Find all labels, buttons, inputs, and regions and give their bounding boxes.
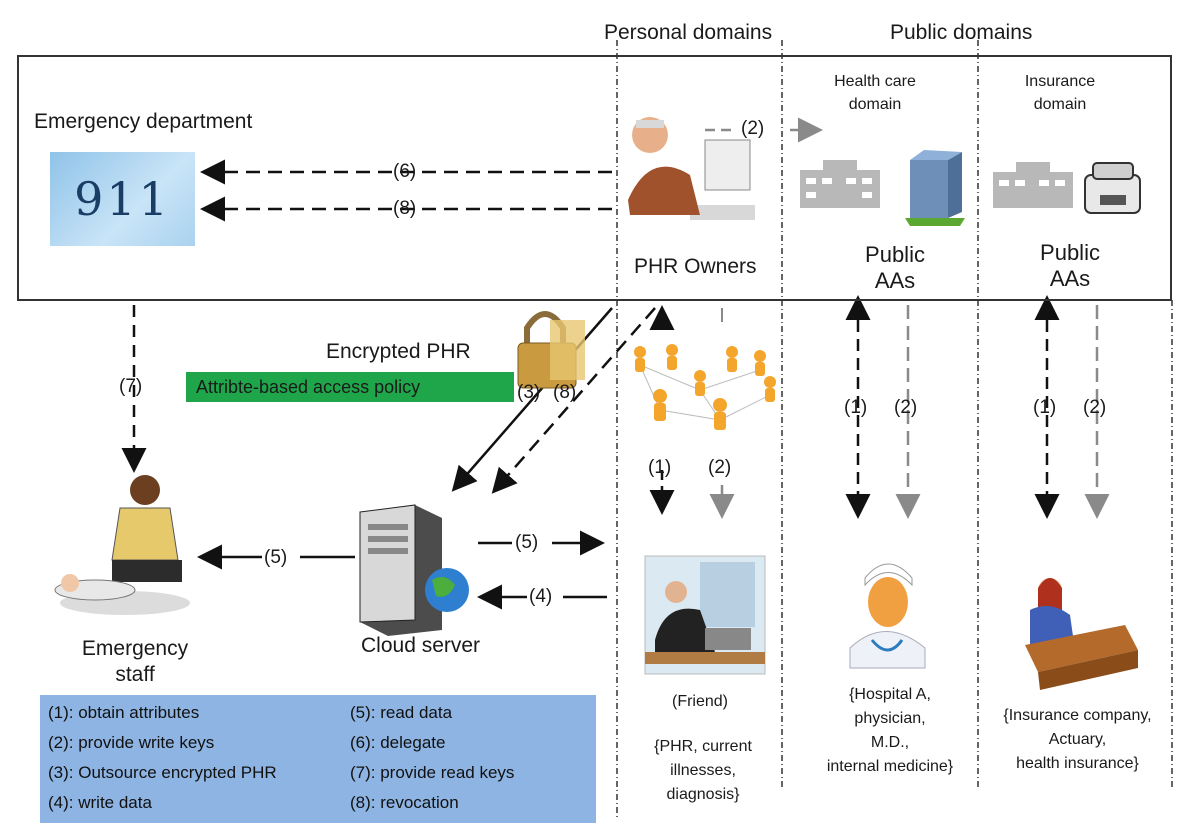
encrypted-phr-label: Encrypted PHR — [326, 340, 471, 363]
insurance-building-icon — [993, 162, 1073, 208]
personal-domains-header: Personal domains — [604, 21, 773, 44]
emergency-department-label: Emergency department — [34, 110, 253, 133]
lock-icon — [517, 311, 585, 389]
arrow-label-friend-1: (1) — [648, 457, 672, 478]
healthcare-domain-label: Health care domain — [834, 73, 916, 113]
arrow-label-8b: (8) — [553, 382, 577, 403]
arrow-label-2-top: (2) — [741, 118, 765, 139]
arrow-label-5-right: (5) — [515, 532, 539, 553]
arrow-label-friend-2: (2) — [708, 457, 732, 478]
public-aas-insurance-label: Public AAs — [1040, 240, 1100, 291]
legend-item-3: (3): Outsource encrypted PHR — [48, 763, 277, 782]
emergency-911-sign: 911 — [50, 152, 195, 246]
delegate-revoke-arrows — [200, 159, 612, 222]
emergency-staff-label: Emergency staff — [81, 637, 189, 686]
friend-label: (Friend) — [671, 693, 728, 710]
phr-owner-icon — [628, 117, 755, 220]
legend-item-8: (8): revocation — [350, 793, 459, 812]
legend-item-1: (1): obtain attributes — [48, 703, 200, 722]
legend-item-4: (4): write data — [48, 793, 152, 812]
friend-icon — [644, 555, 766, 675]
cloud-server-label: Cloud server — [361, 634, 481, 657]
access-policy-bar: Attribte-based access policy — [186, 372, 514, 402]
public-domains-header: Public domains — [890, 21, 1033, 44]
revocation-arrow — [491, 307, 656, 494]
emergency-staff-icon — [54, 475, 190, 615]
arrow-label-hospital-2: (2) — [894, 397, 918, 418]
legend-item-5: (5): read data — [350, 703, 453, 722]
arrow-label-hospital-1: (1) — [844, 397, 868, 418]
insurance-agent-icon — [1025, 578, 1138, 690]
arrow-label-3: (3) — [517, 382, 541, 403]
arrow-label-6: (6) — [393, 161, 417, 182]
legend-item-6: (6): delegate — [350, 733, 446, 752]
social-network-icon — [634, 344, 776, 430]
phr-owners-label: PHR Owners — [634, 255, 757, 278]
hospital-attributes: {Hospital A, physician, M.D., internal m… — [826, 686, 954, 775]
legend-box: (1): obtain attributes (2): provide writ… — [40, 695, 596, 823]
arrow-label-8: (8) — [393, 198, 417, 219]
legend-item-2: (2): provide write keys — [48, 733, 215, 752]
top-domain-box — [17, 55, 1172, 301]
insurance-domain-label: Insurance domain — [1024, 73, 1096, 113]
arrow-label-4: (4) — [529, 586, 553, 607]
arrow-label-insurance-2: (2) — [1083, 397, 1107, 418]
insurance-attributes: {Insurance company, Actuary, health insu… — [1003, 707, 1152, 772]
hospital-building-icon — [800, 160, 880, 208]
arrow-label-7: (7) — [119, 376, 143, 397]
domain-separators — [616, 40, 1173, 820]
legend-item-7: (7): provide read keys — [350, 763, 515, 782]
arrow-label-insurance-1: (1) — [1033, 397, 1057, 418]
outsource-arrow — [451, 307, 613, 492]
server-box-icon — [1084, 162, 1141, 214]
public-aas-healthcare-label: Public AAs — [865, 242, 925, 293]
cloud-server-icon — [359, 504, 469, 636]
friend-attributes: {PHR, current illnesses, diagnosis} — [654, 738, 752, 803]
office-building-icon — [905, 150, 965, 226]
arrow-label-5-left: (5) — [264, 547, 288, 568]
physician-icon — [849, 563, 926, 669]
